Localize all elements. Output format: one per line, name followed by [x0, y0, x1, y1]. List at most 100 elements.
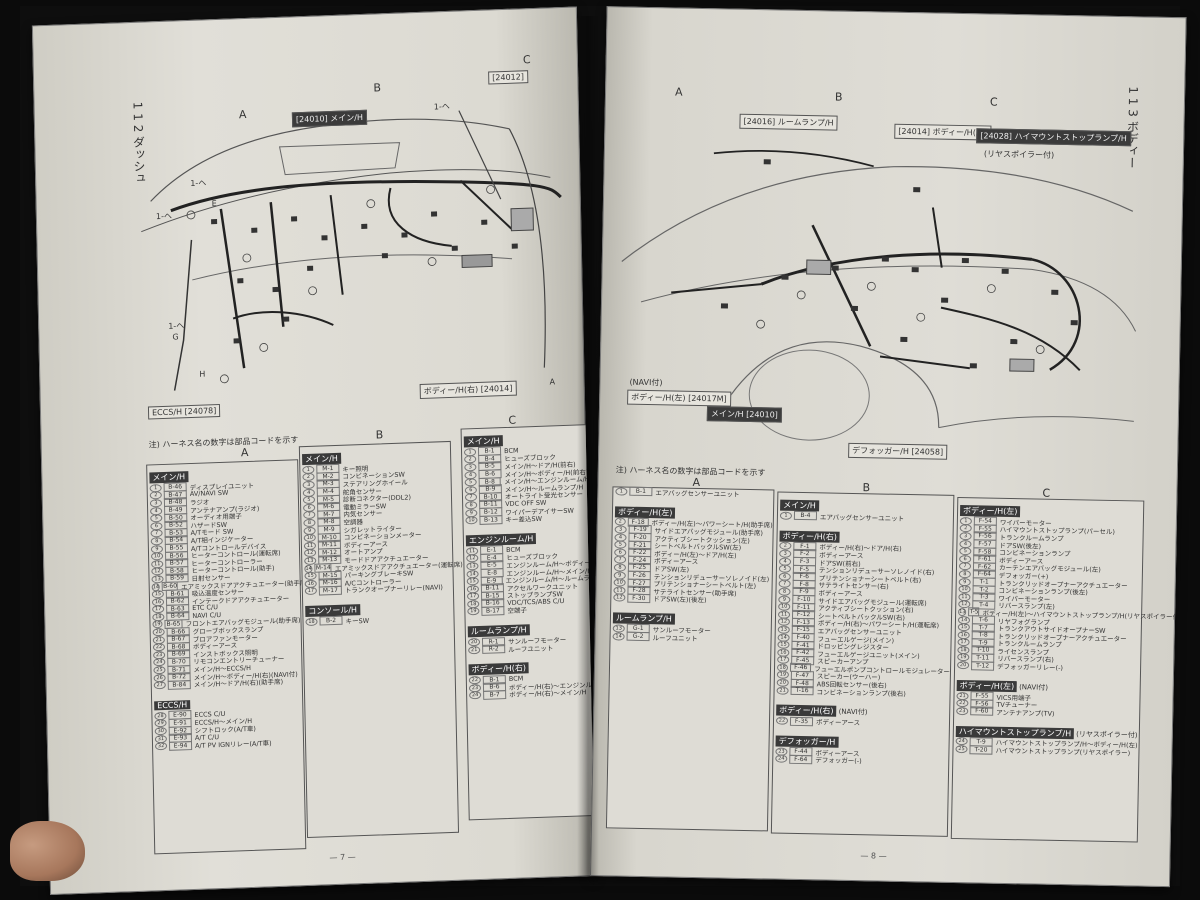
- component-name: ドアSW(左)(後左): [653, 595, 707, 605]
- ref-code: [24012]: [492, 72, 525, 83]
- main-harness-ref: メイン/H [24010]: [706, 406, 782, 423]
- table-section-subheader: (NAVI付): [1019, 683, 1049, 692]
- connector-code: G-2: [626, 631, 650, 642]
- highmount-sub-label: (リヤスポイラー付): [983, 149, 1055, 160]
- harness-note: 注) ハーネス名の数字は部品コードを示す: [148, 435, 299, 450]
- connector-code: F-64: [789, 754, 813, 765]
- table-section-header: エンジンルーム/H: [465, 532, 537, 547]
- table-section-header: ボディー/H(右): [776, 705, 837, 718]
- component-name: デフォッガー(-): [815, 756, 862, 766]
- row-index: 22: [775, 716, 789, 726]
- connector-code: T-20: [969, 744, 993, 755]
- table-section-subheader: (NAVI付): [838, 708, 868, 717]
- ref-code: [24010]: [746, 409, 778, 420]
- row-index: 24: [775, 754, 788, 764]
- thumb-holding-page: [10, 821, 85, 881]
- body-harness-diagram: [621, 149, 1137, 441]
- connector-tag: 1-ヘ: [168, 321, 185, 331]
- top-right-ref: [24012]: [488, 70, 529, 85]
- table-section-header: ボディー/H(左): [959, 505, 1021, 518]
- ref-name: メイン/H: [330, 112, 364, 124]
- connector-code: T-12: [971, 660, 995, 671]
- ref-name: デフォッガー/H: [852, 445, 910, 457]
- connector-code: F-30: [627, 593, 651, 603]
- row-index: 18: [305, 617, 318, 626]
- open-manual-book: 1 1 2 ダッシュ A B C: [10, 6, 1187, 896]
- row-index: 8: [613, 563, 627, 572]
- body-l2-harness-ref: ボディー/H(左) [24017M]: [627, 389, 731, 407]
- component-name: ボディー/H(右)～メイン/H: [509, 688, 587, 700]
- connector-code: B-2: [319, 616, 343, 626]
- highmount-harness-ref: [24028] ハイマウントストップランプ/H: [976, 128, 1131, 147]
- ref-name: ボディー/H(左): [631, 392, 686, 403]
- ref-name: メイン/H: [710, 409, 744, 419]
- connector-tag: 1-ヘ: [433, 101, 450, 112]
- connector-tag: E: [211, 199, 217, 209]
- connector-code: B-13: [479, 514, 503, 525]
- column-header-a: A: [674, 85, 683, 99]
- row-index: 21: [776, 686, 789, 695]
- row-index: 3: [779, 549, 792, 558]
- component-name: ボディーアース: [815, 718, 861, 728]
- row-index: 1: [779, 511, 793, 520]
- column-header-c: C: [522, 53, 531, 67]
- table-section-header: ルームランプ/H: [612, 612, 675, 625]
- ref-code: [24014]: [898, 126, 931, 137]
- ref-name: ハイマウントストップランプ/H: [1014, 132, 1127, 144]
- component-name: アンテナアンプ(TV): [996, 708, 1055, 718]
- connector-code: B-17: [481, 606, 505, 616]
- row-index: 3: [959, 532, 972, 541]
- table-section-header: ボディー/H(左): [614, 506, 676, 519]
- roomlamp-harness-ref: [24016] ルームランプ/H: [739, 113, 838, 131]
- row-index: 13: [958, 607, 967, 617]
- ref-name: ECCS/H: [151, 407, 183, 418]
- component-name: ハイマウントストップランプ(リヤスポイラー): [995, 746, 1131, 758]
- main-harness-ref: [24010] メイン/H: [291, 109, 368, 128]
- row-index: 15: [777, 640, 790, 649]
- page-number: — 8 —: [860, 851, 887, 861]
- defogger-harness-ref: デフォッガー/H [24058]: [848, 442, 948, 460]
- connector-tag: A: [549, 377, 556, 387]
- table-column-b: B: [375, 428, 384, 442]
- connector-code: F-60: [970, 706, 994, 717]
- row-index: 8: [778, 587, 791, 596]
- component-name: ルーフユニット: [508, 644, 554, 654]
- column-header-b: B: [834, 90, 843, 104]
- ref-name: ルームランプ/H: [777, 117, 834, 128]
- table-section-header: ボディー/H(左): [956, 679, 1018, 693]
- table-section-header: デフォッガー/H: [775, 735, 839, 748]
- column-header-c: C: [989, 95, 998, 109]
- table-section-header: ボディー/H(右): [779, 530, 841, 543]
- navi-label: (NAVI付): [629, 377, 663, 388]
- table-section-subheader: (リヤスポイラー付): [1076, 729, 1138, 740]
- row-index: 13: [612, 624, 625, 633]
- row-index: 32: [154, 742, 168, 751]
- row-index: 12: [613, 593, 626, 602]
- component-name: A/T PV IGNリレー(A/T車): [194, 739, 272, 751]
- page-number: — 7 —: [329, 852, 356, 863]
- connector-code: B-7: [483, 690, 507, 700]
- connector-tag: H: [199, 369, 206, 379]
- row-index: 23: [956, 706, 969, 716]
- row-index: 14: [612, 631, 625, 641]
- left-page: 1 1 2 ダッシュ A B C: [31, 6, 596, 896]
- component-name: 空端子: [507, 606, 527, 616]
- component-name: デフォッガーリレー(-): [997, 662, 1064, 673]
- ref-code: [24017M]: [688, 393, 727, 404]
- row-index: 20: [957, 661, 970, 670]
- connector-code: E-94: [168, 740, 193, 751]
- ref-code: [24078]: [184, 406, 217, 417]
- row-index: 20: [776, 678, 789, 687]
- connector-code: M-17: [318, 585, 342, 596]
- component-name: コンビネーションランプ(後右): [816, 687, 906, 698]
- connector-tag: 1-ヘ: [155, 211, 173, 222]
- connector-code: B-1: [629, 486, 653, 497]
- connector-tag: 1-ヘ: [190, 178, 207, 188]
- table-column-a: A: [240, 446, 249, 460]
- row-index: 13: [777, 625, 790, 634]
- connector-code: F-35: [789, 716, 814, 727]
